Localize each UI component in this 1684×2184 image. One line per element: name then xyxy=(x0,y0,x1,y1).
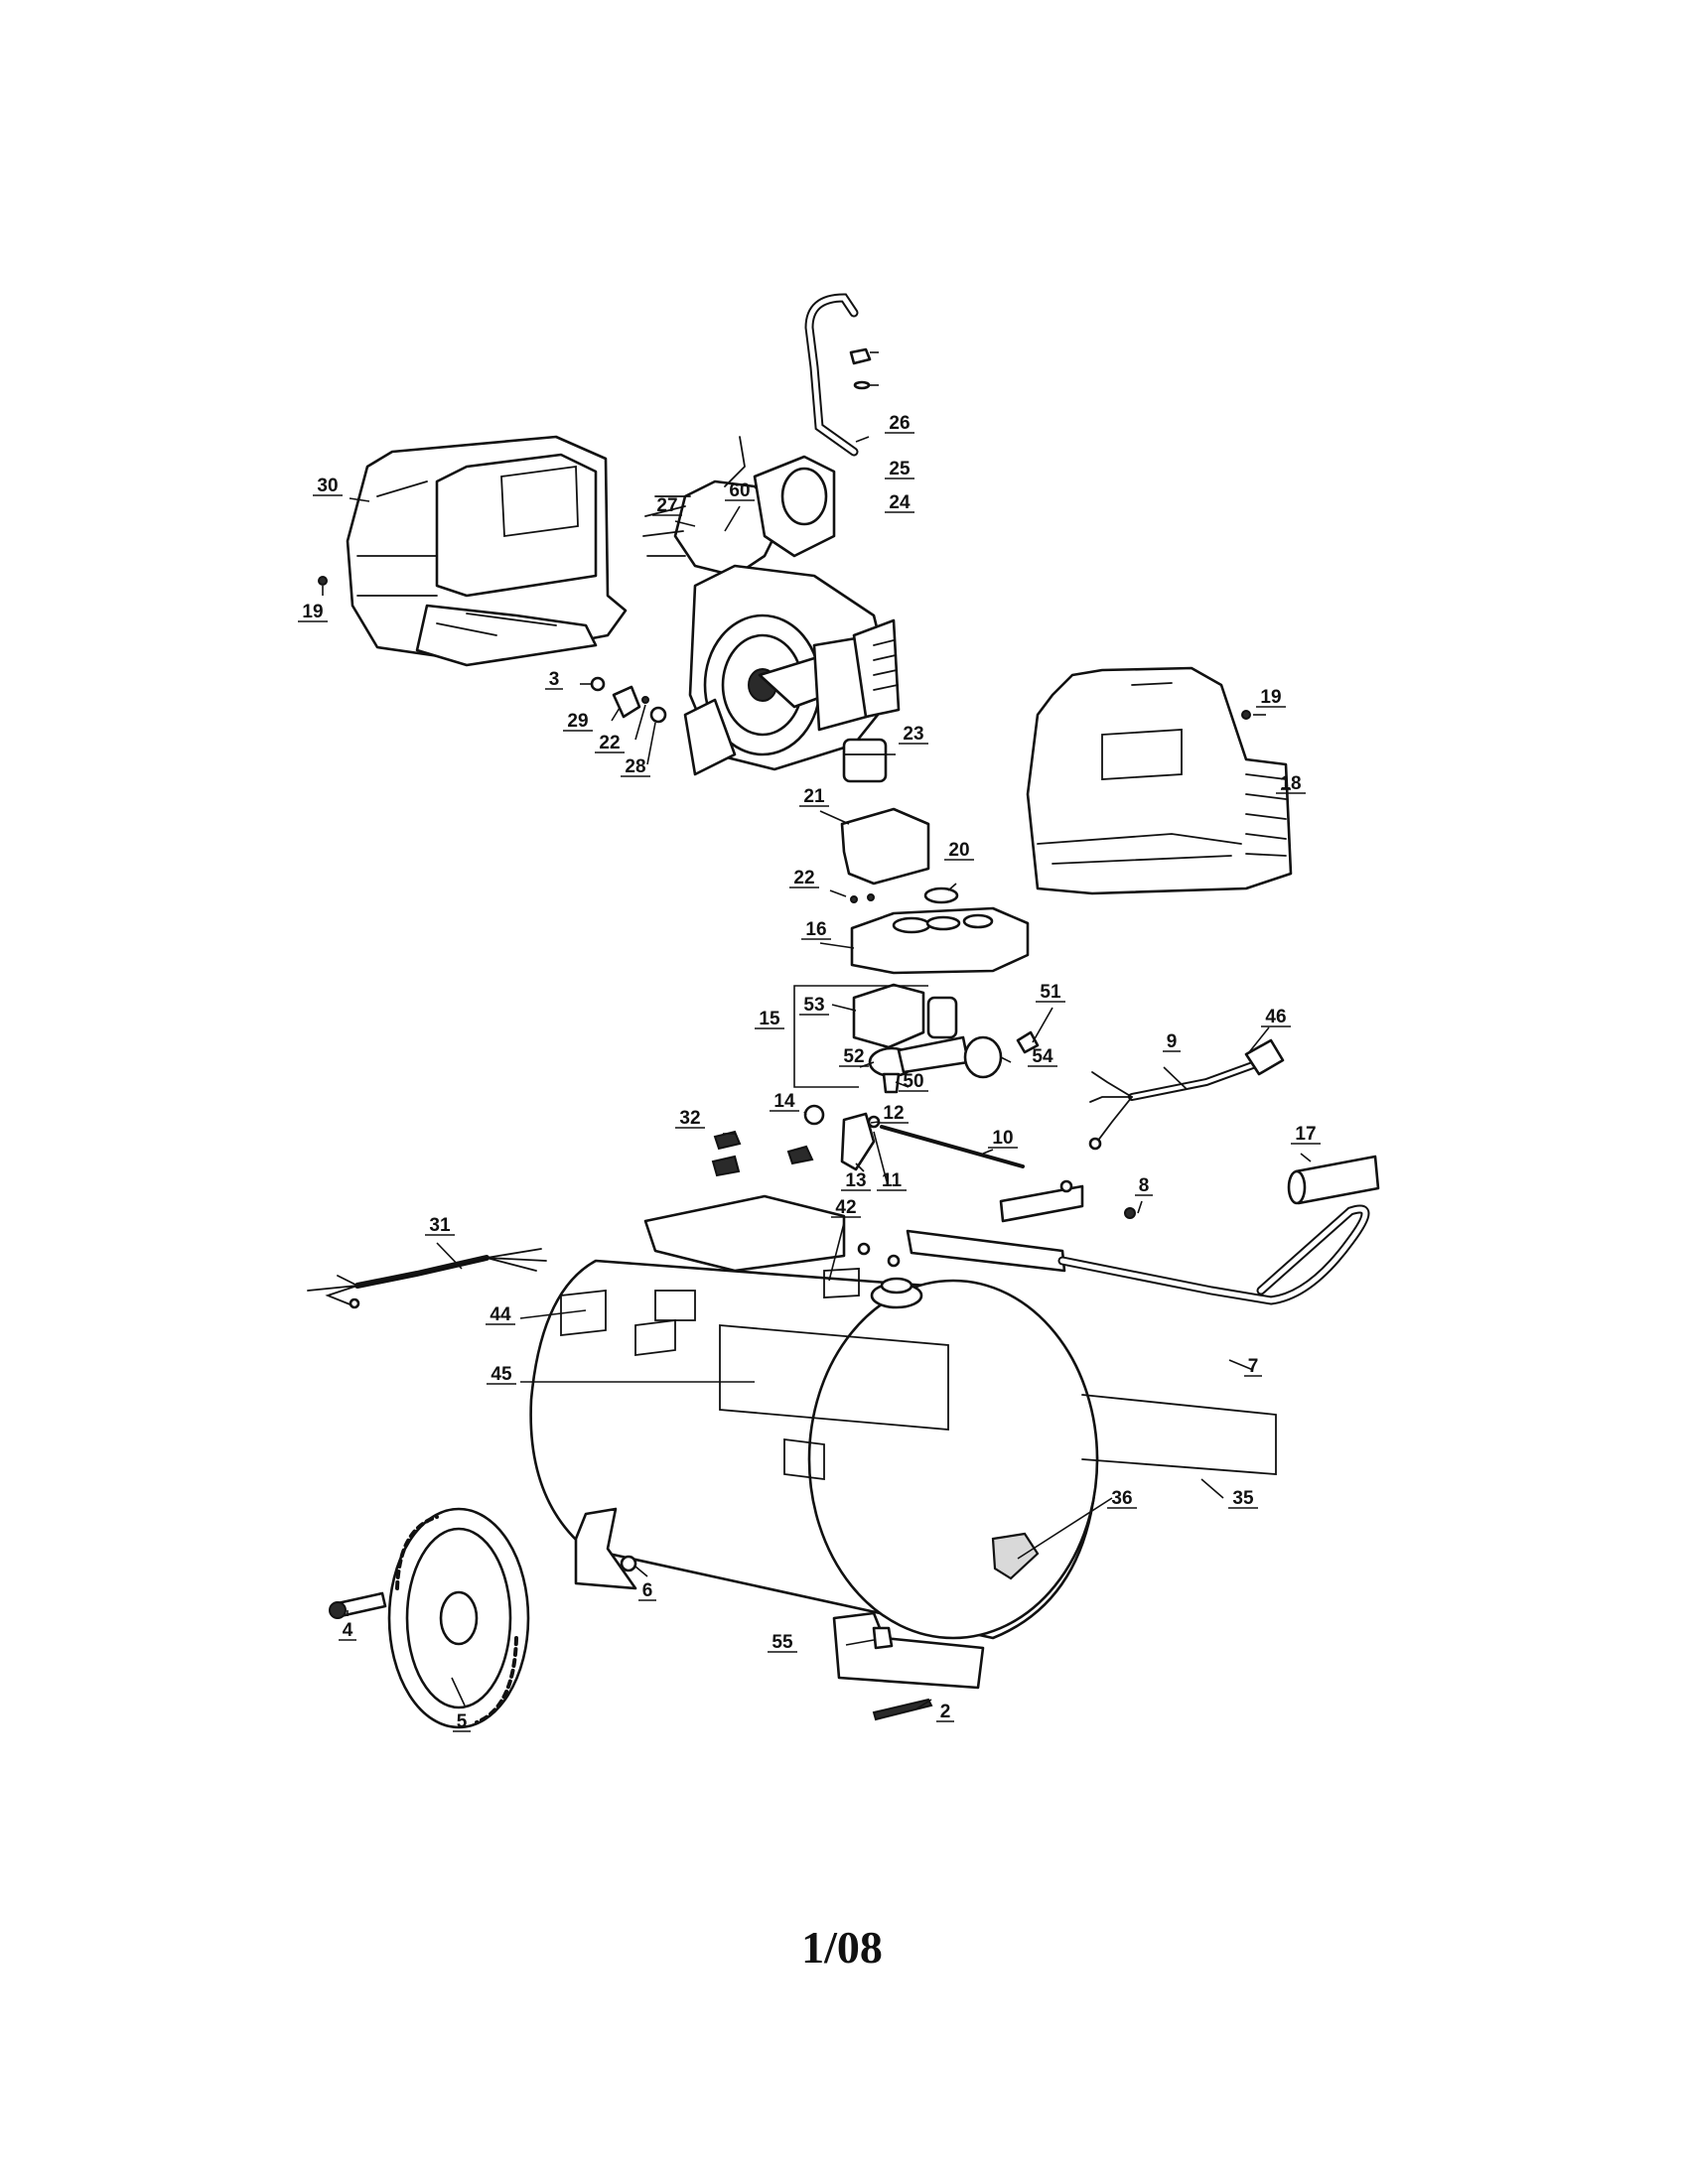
screw-part xyxy=(318,576,328,586)
callout-25: 25 xyxy=(889,459,911,479)
callout-51: 51 xyxy=(1040,982,1061,1003)
callout-35: 35 xyxy=(1232,1488,1254,1509)
bracket-part xyxy=(612,685,641,719)
callout-29: 29 xyxy=(567,711,588,732)
callout-16: 16 xyxy=(805,919,826,940)
callout-21: 21 xyxy=(803,786,825,807)
screw-part-right xyxy=(1241,710,1251,720)
motor-pump-assembly-part xyxy=(642,436,901,776)
callout-7: 7 xyxy=(1248,1356,1259,1377)
front-shroud-part xyxy=(1026,666,1293,895)
callout-28: 28 xyxy=(625,756,645,777)
screw-part-22b xyxy=(850,895,858,903)
console-panel-part xyxy=(850,906,1030,975)
callout-9: 9 xyxy=(1167,1031,1178,1052)
callout-12: 12 xyxy=(883,1103,904,1124)
handle-grip-part xyxy=(1287,1155,1380,1205)
leader-lines xyxy=(322,351,1312,1710)
screw-part-22a xyxy=(641,696,649,704)
washer-part xyxy=(649,706,667,724)
callout-14: 14 xyxy=(773,1091,795,1112)
outlet-tube-part xyxy=(880,1125,1025,1168)
callout-52: 52 xyxy=(843,1046,864,1067)
rubber-feet-part xyxy=(711,1130,814,1177)
ferrule-ring-part xyxy=(853,380,871,390)
callout-44: 44 xyxy=(490,1304,511,1325)
callout-13: 13 xyxy=(845,1170,866,1191)
callout-5: 5 xyxy=(457,1711,468,1732)
callout-18: 18 xyxy=(1280,773,1301,794)
callout-labels: 3019276026252432922282319182120221651465… xyxy=(298,413,1321,1732)
callout-55: 55 xyxy=(772,1632,793,1653)
check-valve-part xyxy=(840,1112,876,1171)
callout-19: 19 xyxy=(1260,687,1281,708)
air-filter-part xyxy=(842,738,888,783)
callout-24: 24 xyxy=(889,492,911,513)
screw-part-8 xyxy=(1124,1207,1136,1219)
callout-50: 50 xyxy=(903,1071,923,1092)
callout-17: 17 xyxy=(1295,1124,1316,1145)
nut-part-14 xyxy=(803,1104,825,1126)
page-number: 1/08 xyxy=(801,1922,883,1973)
callout-31: 31 xyxy=(429,1215,451,1236)
wheel-part xyxy=(387,1507,530,1729)
callout-22: 22 xyxy=(793,868,814,888)
rear-shroud-part xyxy=(346,435,628,667)
fitting-part xyxy=(1016,1030,1040,1054)
callout-42: 42 xyxy=(835,1197,856,1218)
compression-nut-part xyxy=(849,347,872,365)
air-tube-core xyxy=(806,295,857,455)
callout-36: 36 xyxy=(1111,1488,1132,1509)
callout-20: 20 xyxy=(948,840,969,861)
callout-30: 30 xyxy=(317,476,338,496)
axle-bolt-part xyxy=(329,1591,387,1619)
callout-54: 54 xyxy=(1032,1046,1053,1067)
callout-26: 26 xyxy=(889,413,910,434)
callout-53: 53 xyxy=(803,995,824,1016)
callout-23: 23 xyxy=(903,724,923,745)
callout-10: 10 xyxy=(992,1128,1013,1149)
screw-part-22c xyxy=(867,893,875,901)
grommet-part xyxy=(923,887,959,904)
bolt-part xyxy=(590,676,606,692)
callout-45: 45 xyxy=(491,1364,512,1385)
callout-6: 6 xyxy=(642,1580,653,1601)
power-cord-part xyxy=(1088,1038,1285,1151)
air-tank-part xyxy=(529,1194,1277,1721)
callout-19: 19 xyxy=(302,602,323,622)
callout-60: 60 xyxy=(729,480,750,501)
switch-cover-part xyxy=(840,807,930,886)
wire-harness-part xyxy=(307,1248,547,1309)
handle-assembly-part xyxy=(857,1179,1370,1305)
callout-2: 2 xyxy=(940,1702,951,1722)
callout-11: 11 xyxy=(882,1170,903,1191)
callout-32: 32 xyxy=(679,1108,700,1129)
manifold-assembly-part xyxy=(852,983,1003,1094)
callout-22: 22 xyxy=(599,733,620,753)
callout-3: 3 xyxy=(549,669,560,690)
callout-8: 8 xyxy=(1139,1175,1150,1196)
callout-27: 27 xyxy=(656,495,677,516)
callout-46: 46 xyxy=(1265,1007,1286,1027)
callout-15: 15 xyxy=(759,1009,780,1029)
callout-4: 4 xyxy=(343,1620,353,1641)
